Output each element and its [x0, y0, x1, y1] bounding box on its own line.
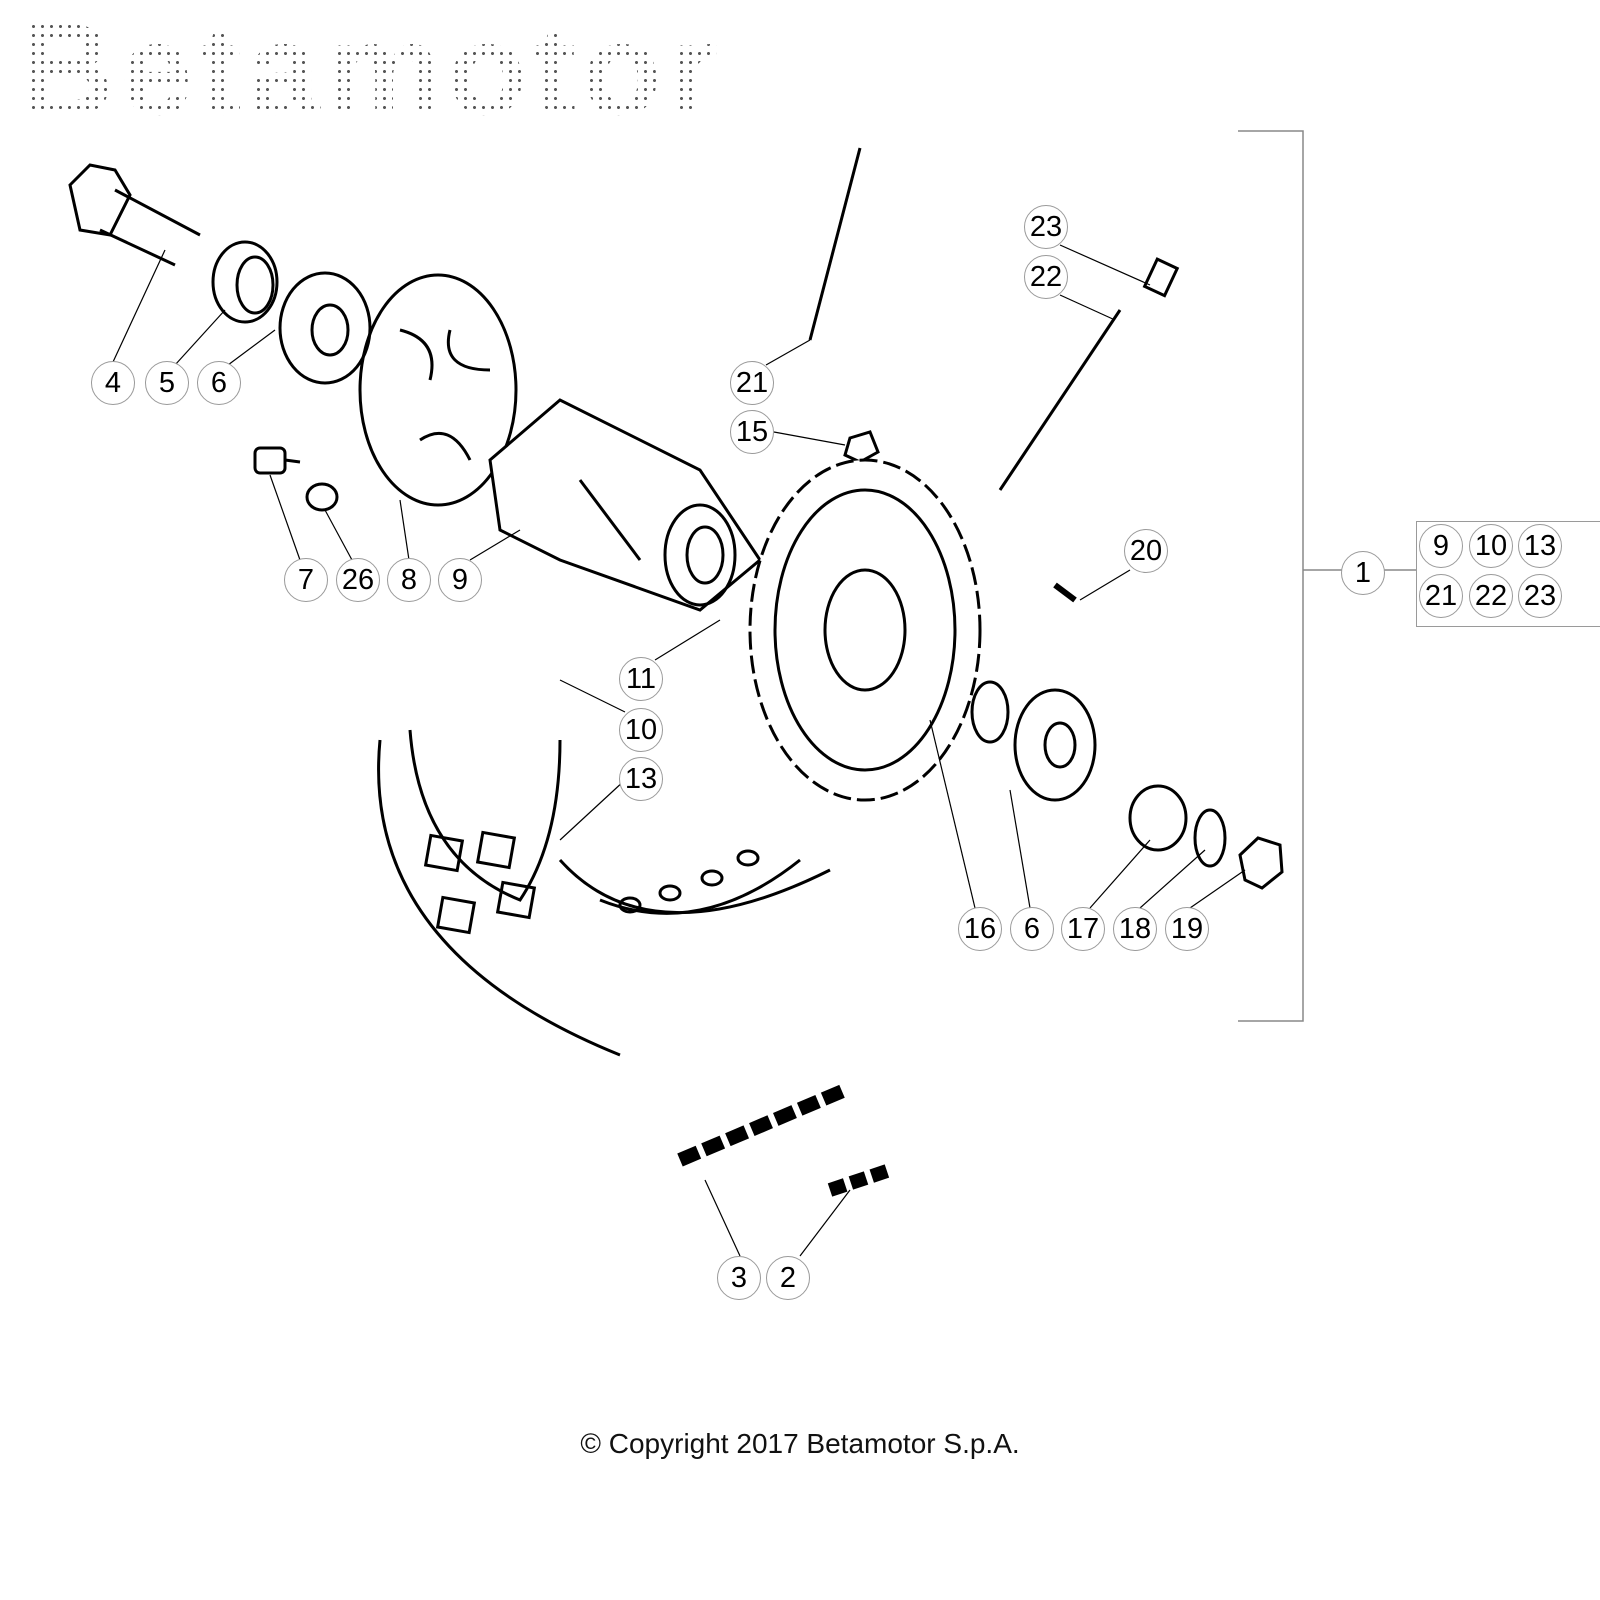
kit-callout-23[interactable]: 23 [1518, 574, 1562, 618]
callout-6-right[interactable]: 6 [1010, 907, 1054, 951]
spoke [808, 147, 862, 341]
callout-7[interactable]: 7 [284, 558, 328, 602]
sprocket [748, 458, 982, 802]
watermark: Betamotor [20, 0, 725, 142]
callout-11[interactable]: 11 [619, 657, 663, 701]
callout-8[interactable]: 8 [387, 558, 431, 602]
kit-callout-13[interactable]: 13 [1518, 524, 1562, 568]
callout-26[interactable]: 26 [336, 558, 380, 602]
washer [305, 482, 339, 512]
callout-17[interactable]: 17 [1061, 907, 1105, 951]
kit-bracket [1238, 130, 1416, 1022]
callout-4[interactable]: 4 [91, 361, 135, 405]
callout-3[interactable]: 3 [717, 1256, 761, 1300]
copyright-notice: © Copyright 2017 Betamotor S.p.A. [580, 1428, 1020, 1459]
spacer [211, 240, 279, 324]
kit-callout-9[interactable]: 9 [1419, 524, 1463, 568]
callout-13[interactable]: 13 [619, 757, 663, 801]
callout-20[interactable]: 20 [1124, 529, 1168, 573]
kit-callout-21[interactable]: 21 [1419, 574, 1463, 618]
callout-22[interactable]: 22 [1024, 255, 1068, 299]
leader-lines [112, 244, 1246, 1257]
hub [488, 398, 762, 612]
callout-9[interactable]: 9 [438, 558, 482, 602]
callout-19[interactable]: 19 [1165, 907, 1209, 951]
callout-10[interactable]: 10 [619, 708, 663, 752]
callout-21[interactable]: 21 [730, 361, 774, 405]
callout-1[interactable]: 1 [1341, 551, 1385, 595]
callout-16[interactable]: 16 [958, 907, 1002, 951]
kit-callout-10[interactable]: 10 [1469, 524, 1513, 568]
callout-2[interactable]: 2 [766, 1256, 810, 1300]
brake-disc [358, 273, 518, 507]
callout-5[interactable]: 5 [145, 361, 189, 405]
wheel [377, 729, 831, 1057]
callout-18[interactable]: 18 [1113, 907, 1157, 951]
kit-contents-box [1416, 521, 1600, 627]
axle [68, 163, 201, 267]
callout-23[interactable]: 23 [1024, 205, 1068, 249]
callout-15[interactable]: 15 [730, 410, 774, 454]
kit-callout-22[interactable]: 22 [1469, 574, 1513, 618]
bearing [278, 271, 372, 385]
chain [677, 1083, 893, 1197]
callout-6-left[interactable]: 6 [197, 361, 241, 405]
